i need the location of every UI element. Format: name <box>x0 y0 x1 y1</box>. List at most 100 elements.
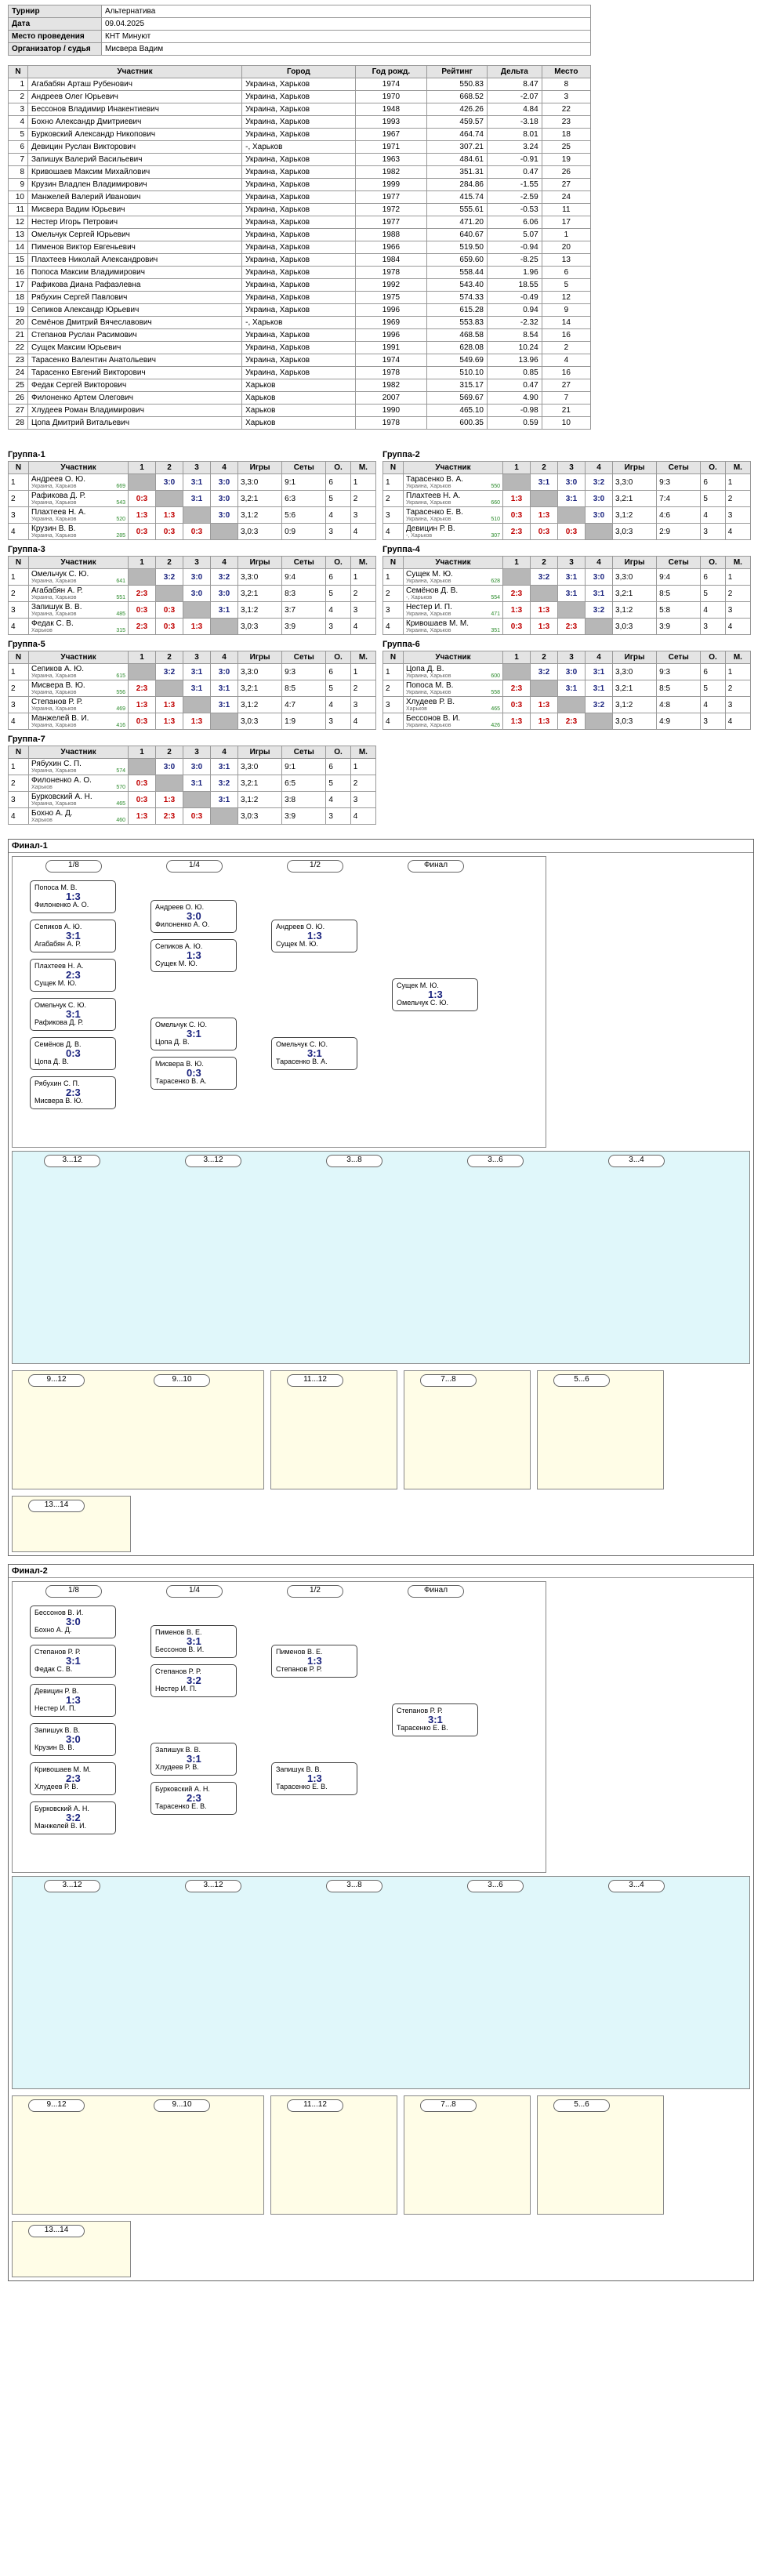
column-header: 2 <box>155 556 184 569</box>
match-score: 3:2 <box>530 568 559 586</box>
table-cell: Украина, Харьков <box>241 278 356 292</box>
match-score: 3:2 <box>210 568 239 586</box>
match-score: 2:3 <box>557 618 586 635</box>
column-header: N <box>7 651 30 664</box>
match-score: 3:0 <box>183 568 212 586</box>
column-header: 4 <box>210 461 239 474</box>
match-score: 3:0 <box>210 473 239 491</box>
column-header: 1 <box>502 556 531 569</box>
group-position: 2 <box>7 775 30 792</box>
match-score: 2:3 <box>128 585 157 602</box>
table-cell: 20 <box>8 316 28 329</box>
table-cell: 19 <box>8 303 28 317</box>
table-cell: 18 <box>8 291 28 304</box>
sets-cell: 9:3 <box>656 663 702 680</box>
column-header: Сеты <box>281 651 327 664</box>
table-cell: Харьков <box>241 379 356 392</box>
match-player-a: Запишук В. В. <box>155 1746 201 1754</box>
group-position: 4 <box>7 618 30 635</box>
table-cell: Девицин Руслан Викторович <box>27 140 243 154</box>
player-city: Украина, Харьков <box>31 594 77 600</box>
table-cell: Сепиков Александр Юрьевич <box>27 303 243 317</box>
points-cell: 3 <box>700 618 726 635</box>
match-score: 3:1 <box>428 1714 443 1725</box>
match-player-b: Бессонов В. И. <box>155 1645 205 1653</box>
match-score: 2:3 <box>66 1087 81 1098</box>
column-header: М. <box>350 556 377 569</box>
table-cell: Харьков <box>241 391 356 405</box>
column-header: 2 <box>530 556 559 569</box>
table-cell: Сущек Максим Юрьевич <box>27 341 243 354</box>
match-score: 0:3 <box>155 601 184 619</box>
player-rating: 551 <box>116 594 126 600</box>
place-cell: 3 <box>724 696 752 713</box>
table-cell: 18.55 <box>486 278 542 292</box>
match-player-b: Манжелей В. И. <box>34 1822 87 1830</box>
points-cell: 6 <box>700 568 726 586</box>
player-rating: 556 <box>116 689 126 695</box>
player-meta: Украина, Харьков 551 <box>31 595 125 601</box>
match-score: 3:1 <box>557 490 586 507</box>
table-cell: 6.06 <box>486 216 542 229</box>
games-cell: 3,2:1 <box>612 680 658 697</box>
player-rating: 550 <box>491 483 501 489</box>
place-cell: 3 <box>350 601 377 619</box>
table-cell: Украина, Харьков <box>241 165 356 179</box>
match-score: 0:3 <box>128 490 157 507</box>
player-city: Украина, Харьков <box>406 689 451 695</box>
games-cell: 3,1:2 <box>237 601 283 619</box>
points-cell: 5 <box>325 680 351 697</box>
self-cell <box>128 473 157 491</box>
match-score: 3:1 <box>66 930 81 942</box>
column-header: 1 <box>128 461 157 474</box>
info-value: Мисвера Вадим <box>101 42 591 56</box>
match-score: 3:0 <box>66 1733 81 1745</box>
table-cell: 8.54 <box>486 328 542 342</box>
self-cell <box>530 490 559 507</box>
table-cell: Украина, Харьков <box>241 153 356 166</box>
group-position: 3 <box>7 506 30 524</box>
table-cell: -2.32 <box>486 316 542 329</box>
table-cell: Крузин Владлен Владимирович <box>27 178 243 191</box>
match-player-a: Запишук В. В. <box>34 1726 81 1734</box>
table-cell: 22 <box>8 341 28 354</box>
match-score: 2:3 <box>128 680 157 697</box>
points-cell: 6 <box>325 473 351 491</box>
player-rating: 465 <box>116 800 126 807</box>
table-cell: 615.28 <box>426 303 488 317</box>
match-score: 1:3 <box>128 807 157 825</box>
player-city: Украина, Харьков <box>406 627 451 633</box>
column-header: 4 <box>210 556 239 569</box>
sets-cell: 6:3 <box>281 490 327 507</box>
player-name: Попоса М. В. <box>406 680 454 690</box>
place-cell: 2 <box>350 775 377 792</box>
table-cell: 2 <box>8 90 28 103</box>
points-cell: 3 <box>325 618 351 635</box>
round-label: Финал <box>408 860 464 873</box>
table-cell: 1970 <box>354 90 428 103</box>
table-cell: Семёнов Дмитрий Вячеславович <box>27 316 243 329</box>
column-header: 4 <box>585 651 614 664</box>
player-name: Рябухин С. П. <box>31 759 82 768</box>
table-cell: 3 <box>8 103 28 116</box>
final-title: Финал-1 <box>9 840 753 853</box>
column-header: О. <box>700 556 726 569</box>
